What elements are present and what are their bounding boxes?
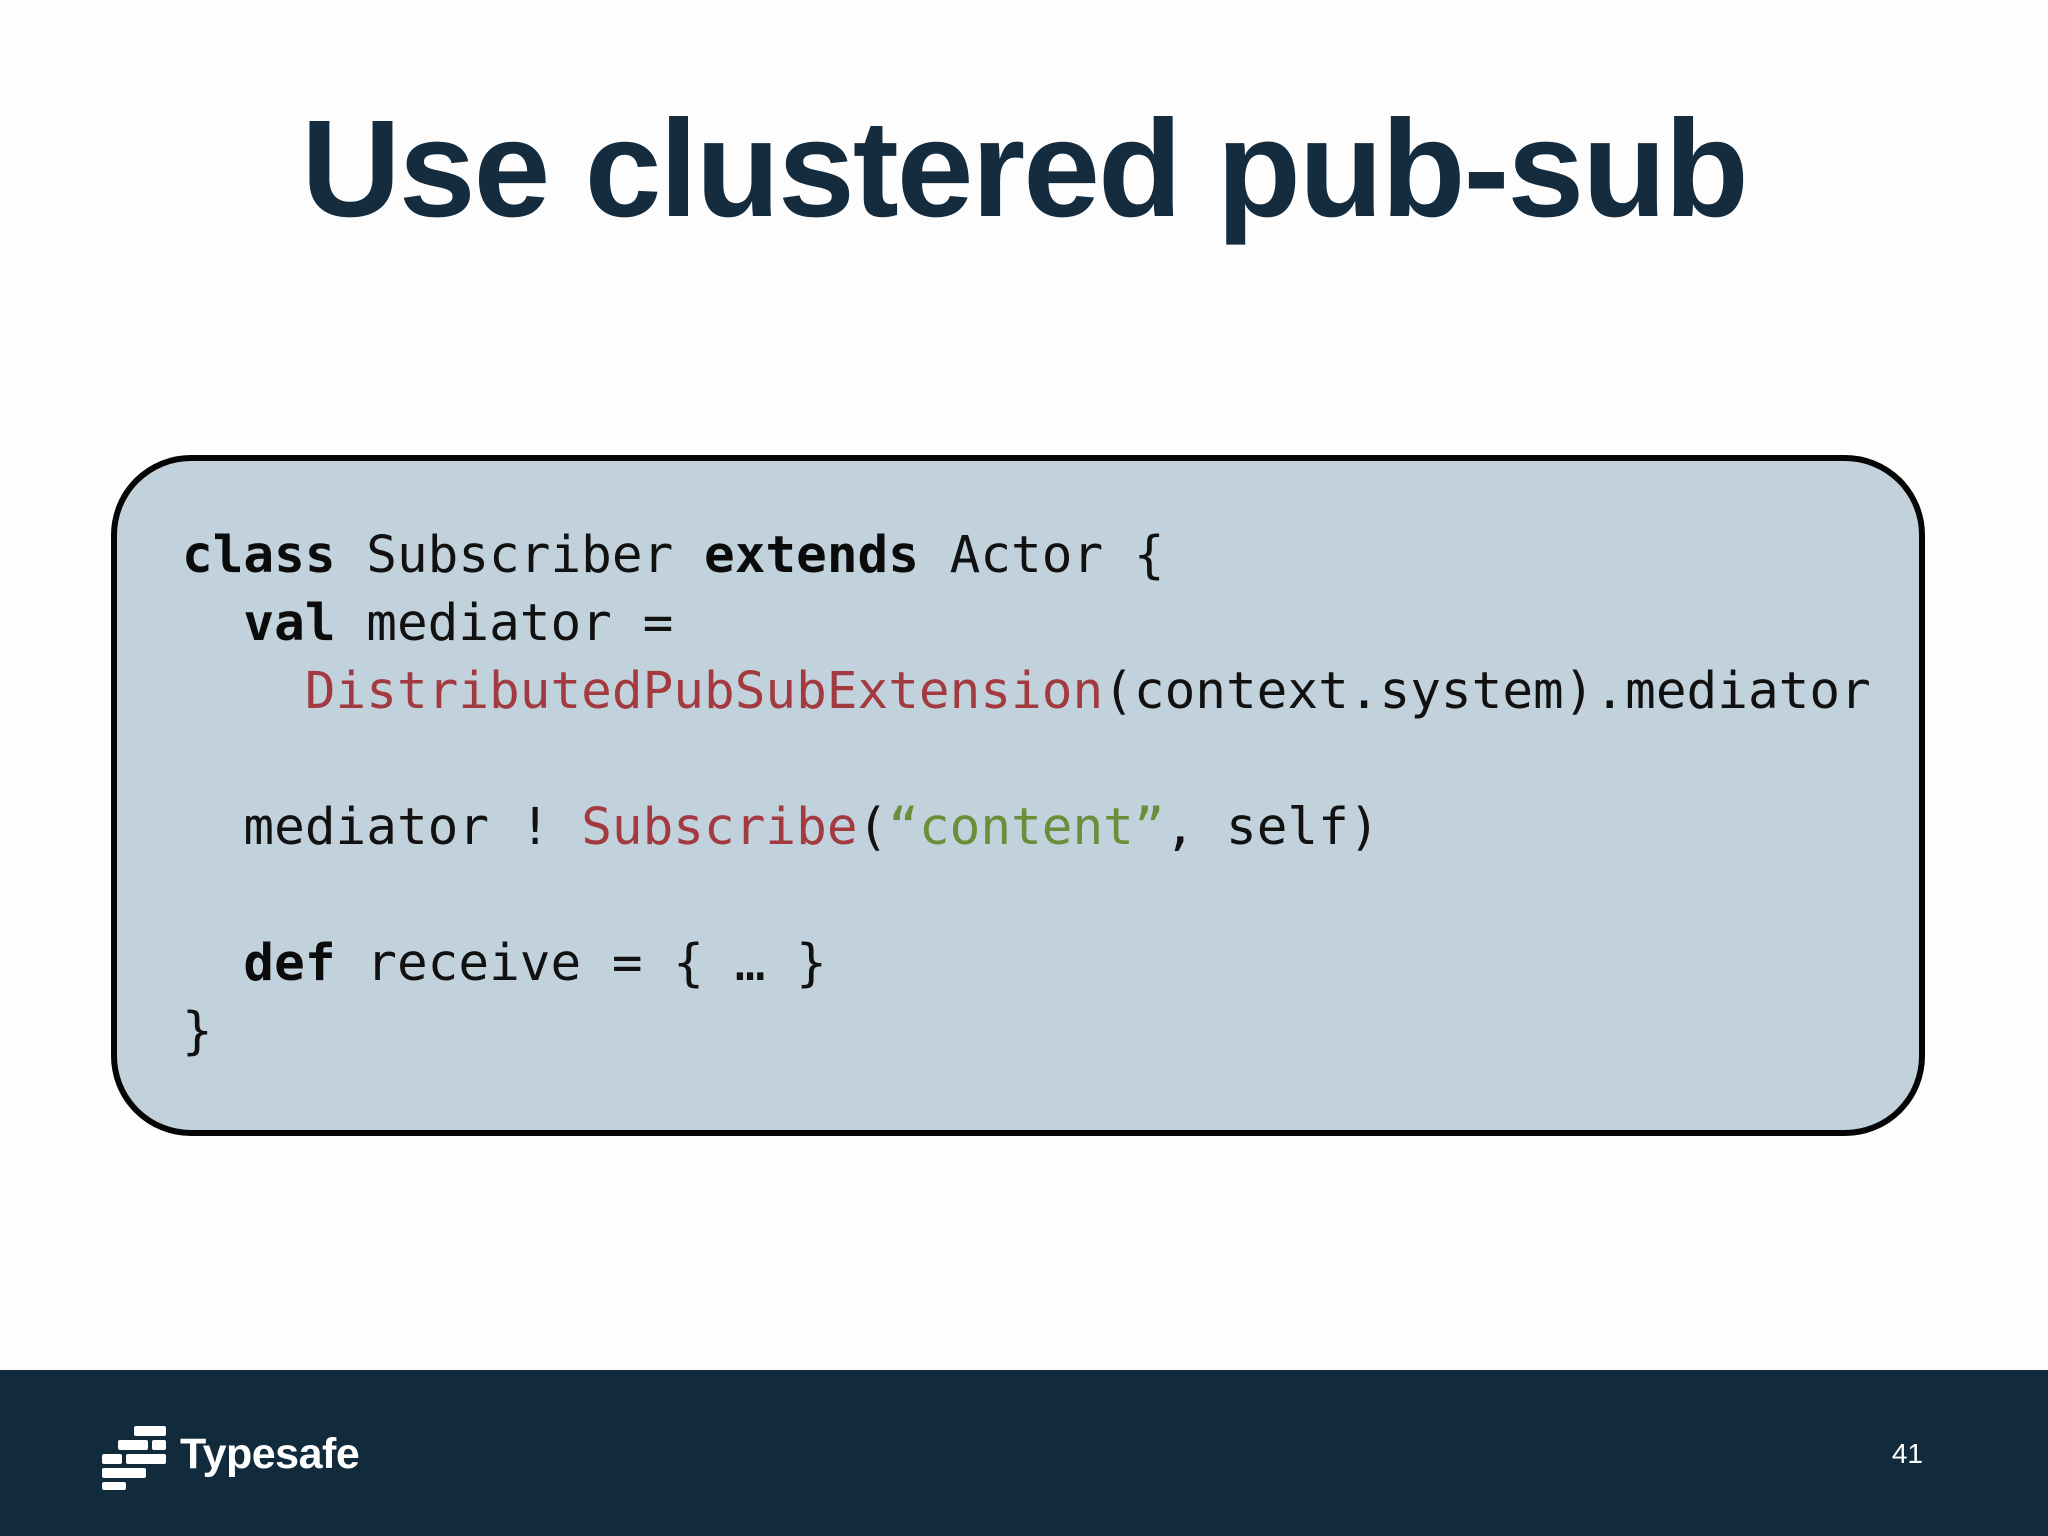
footer-bar (0, 1370, 2048, 1536)
keyword-def: def (243, 934, 336, 993)
code-string-literal: “content” (888, 798, 1165, 857)
code-indent (182, 798, 243, 857)
keyword-extends: extends (704, 526, 919, 585)
code-block-frame (111, 455, 1925, 1136)
code-text: ( (857, 798, 889, 857)
keyword-class: class (182, 526, 336, 585)
code-indent (182, 662, 305, 721)
brand-name: Typesafe (180, 1430, 360, 1478)
code-line-3: DistributedPubSubExtension(context.syste… (182, 658, 1871, 726)
code-line-8: } (182, 998, 1871, 1066)
code-line-5: mediator ! Subscribe(“content”, self) (182, 794, 1871, 862)
code-block: class Subscriber extends Actor { val med… (182, 522, 1871, 1066)
code-line-1: class Subscriber extends Actor { (182, 522, 1871, 590)
page-number: 41 (1891, 1438, 1923, 1469)
code-text: } (182, 1002, 213, 1061)
code-function-name: Subscribe (581, 798, 858, 857)
code-line-7: def receive = { … } (182, 930, 1871, 998)
code-text: , self) (1164, 798, 1380, 857)
code-line-6-blank (182, 862, 1871, 930)
code-indent (182, 934, 243, 993)
code-text: Actor { (918, 526, 1165, 585)
slide-title: Use clustered pub-sub (301, 92, 1749, 246)
code-line-4-blank (182, 726, 1871, 794)
typesafe-logo-icon (102, 1426, 166, 1490)
code-indent (182, 594, 243, 653)
code-text: receive = { … } (335, 934, 827, 993)
code-text: Subscriber (335, 526, 704, 585)
code-line-2: val mediator = (182, 590, 1871, 658)
code-text: mediator ! (243, 798, 582, 857)
code-function-name: DistributedPubSubExtension (304, 662, 1104, 721)
code-text: mediator = (335, 594, 674, 653)
code-text: (context.system).mediator (1103, 662, 1871, 721)
keyword-val: val (243, 594, 336, 653)
